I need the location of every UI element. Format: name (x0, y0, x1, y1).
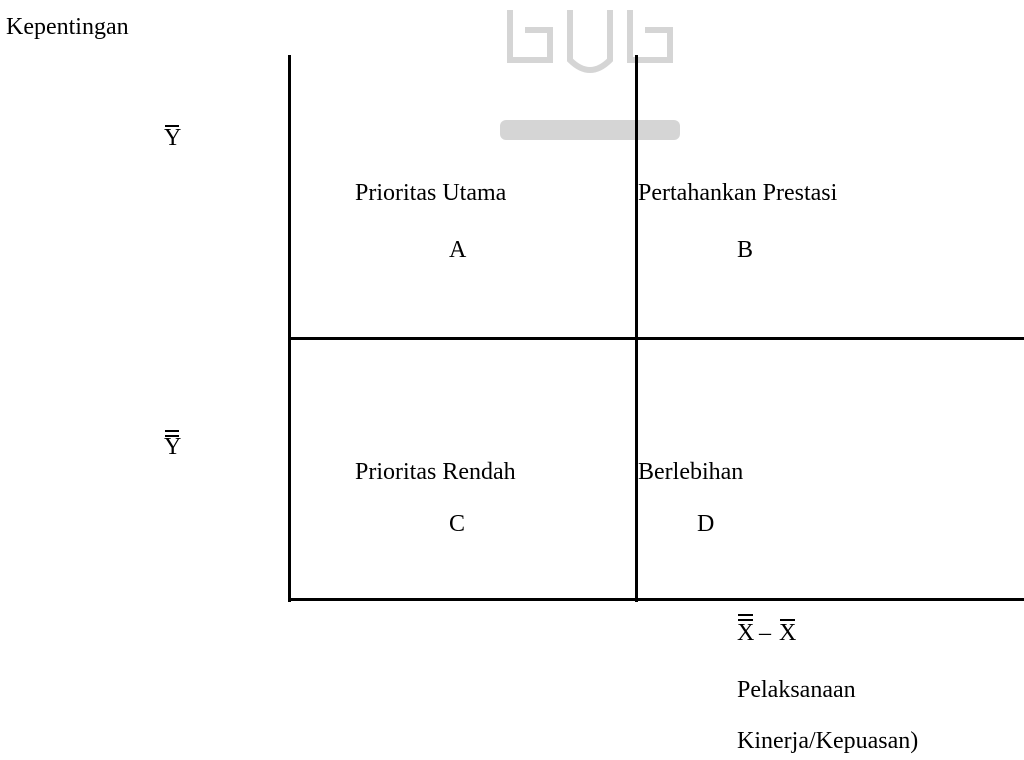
y-upper-mark: Y (164, 125, 182, 151)
university-logo-watermark (500, 10, 680, 140)
x-right-symbol: X (779, 620, 797, 646)
quadrant-d-title: Berlebihan (638, 459, 744, 485)
y-lower-mark: Y (164, 424, 184, 460)
y-upper-overline (165, 125, 179, 127)
quadrant-a-letter: A (449, 237, 467, 263)
x-axis-label-line1: Pelaksanaan (737, 677, 856, 703)
y-lower-overline-2 (165, 435, 179, 437)
x-separator: – (759, 620, 771, 646)
quadrant-c-title: Prioritas Rendah (355, 459, 516, 485)
quadrant-a-title: Prioritas Utama (355, 180, 507, 206)
y-lower-overline-1 (165, 430, 179, 432)
x-left-overline-1 (738, 614, 753, 616)
x-axis-line (288, 598, 1024, 601)
quadrant-b-letter: B (737, 237, 754, 263)
x-left-overline-2 (738, 619, 753, 621)
quadrant-d-letter: D (697, 511, 715, 537)
x-axis-label-line2: Kinerja/Kepuasan) (737, 728, 919, 754)
quadrant-c-letter: C (449, 511, 466, 537)
x-right-overline (780, 619, 795, 621)
x-left-symbol: X (737, 620, 755, 646)
middle-vertical-line (635, 55, 638, 602)
y-axis-label: Kepentingan (6, 14, 129, 40)
x-axis-mark: X – X (737, 610, 857, 650)
middle-horizontal-line (288, 337, 1024, 340)
quadrant-b-title: Pertahankan Prestasi (638, 180, 838, 206)
y-axis-line (288, 55, 291, 602)
